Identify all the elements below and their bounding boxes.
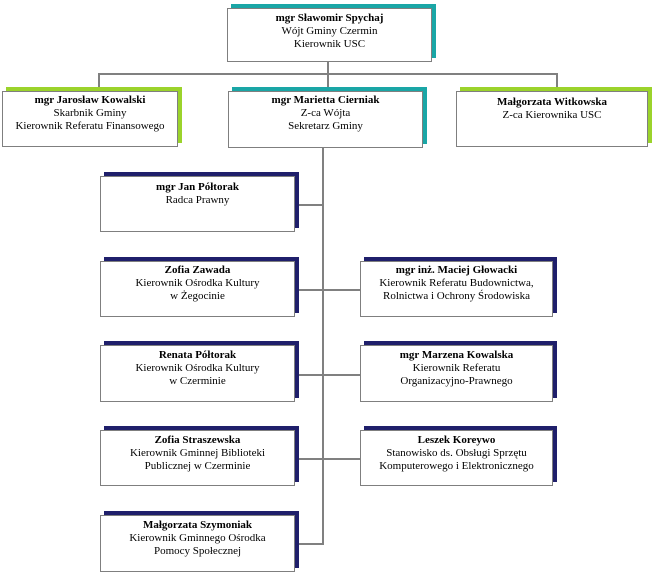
person-role: Z-ca Wójta xyxy=(300,107,351,119)
connector-left-3 xyxy=(294,374,323,376)
person-name: Leszek Koreywo xyxy=(417,434,496,446)
org-box-biblioteka: Zofia Straszewska Kierownik Gminnej Bibl… xyxy=(100,430,295,486)
connector-left-1 xyxy=(294,204,323,206)
person-name: Zofia Straszewska xyxy=(154,434,241,446)
org-box-radca-prawny: mgr Jan Półtorak Radca Prawny xyxy=(100,176,295,232)
person-name: mgr Jarosław Kowalski xyxy=(34,94,146,106)
person-role: Kierownik USC xyxy=(293,38,366,50)
person-role: Kierownik Gminnego Ośrodka xyxy=(129,532,266,544)
person-role: Kierownik Referatu Finansowego xyxy=(15,120,165,132)
org-box-referat-organizacyjny: mgr Marzena Kowalska Kierownik Referatu … xyxy=(360,345,553,402)
person-role: Publicznej w Czerminie xyxy=(144,460,251,472)
person-role: Komputerowego i Elektronicznego xyxy=(379,460,534,472)
person-role: Pomocy Społecznej xyxy=(153,545,242,557)
person-name: mgr Marzena Kowalska xyxy=(399,349,514,361)
person-role: Kierownik Ośrodka Kultury xyxy=(135,277,260,289)
org-box-ops: Małgorzata Szymoniak Kierownik Gminnego … xyxy=(100,515,295,572)
person-role: Z-ca Kierownika USC xyxy=(502,109,602,121)
connector-left-2 xyxy=(294,289,323,291)
connector-right-1 xyxy=(322,289,360,291)
person-name: Małgorzata Witkowska xyxy=(497,96,607,108)
person-role: w Czerminie xyxy=(169,375,226,387)
person-name: mgr Sławomir Spychaj xyxy=(275,12,384,24)
person-role: Rolnictwa i Ochrony Środowiska xyxy=(383,290,530,302)
connector-spine xyxy=(322,148,324,545)
connector-top-vertical xyxy=(327,62,329,74)
person-role: w Żegocinie xyxy=(170,290,225,302)
person-name: Zofia Zawada xyxy=(164,264,231,276)
connector-right-2 xyxy=(322,374,360,376)
person-name: mgr Marietta Cierniak xyxy=(271,94,380,106)
person-role: Wójt Gminy Czermin xyxy=(281,25,378,37)
person-role: Radca Prawny xyxy=(165,194,230,206)
org-box-osrodek-kultury-zegocina: Zofia Zawada Kierownik Ośrodka Kultury w… xyxy=(100,261,295,317)
person-role: Skarbnik Gminy xyxy=(53,107,127,119)
org-box-osrodek-kultury-czermin: Renata Półtorak Kierownik Ośrodka Kultur… xyxy=(100,345,295,402)
org-box-wojt: mgr Sławomir Spychaj Wójt Gminy Czermin … xyxy=(227,8,432,62)
connector-left-4 xyxy=(294,458,323,460)
org-box-zastepca-usc: Małgorzata Witkowska Z-ca Kierownika USC xyxy=(456,91,648,147)
person-role: Organizacyjno-Prawnego xyxy=(400,375,513,387)
org-box-referat-budownictwa: mgr inż. Maciej Głowacki Kierownik Refer… xyxy=(360,261,553,317)
person-role: Kierownik Gminnej Biblioteki xyxy=(129,447,266,459)
connector-left-5 xyxy=(294,543,323,545)
person-role: Stanowisko ds. Obsługi Sprzętu xyxy=(386,447,527,459)
org-box-informatyk: Leszek Koreywo Stanowisko ds. Obsługi Sp… xyxy=(360,430,553,486)
connector-drop-left xyxy=(98,73,100,91)
org-box-zastepca-wojta: mgr Marietta Cierniak Z-ca Wójta Sekreta… xyxy=(228,91,423,148)
connector-drop-center xyxy=(327,73,329,91)
person-name: Małgorzata Szymoniak xyxy=(142,519,253,531)
person-role: Sekretarz Gminy xyxy=(288,120,363,132)
person-role: Kierownik Referatu Budownictwa, xyxy=(379,277,534,289)
person-name: mgr Jan Półtorak xyxy=(156,181,239,193)
connector-drop-right xyxy=(556,73,558,91)
person-name: mgr inż. Maciej Głowacki xyxy=(395,264,518,276)
person-name: Renata Półtorak xyxy=(158,349,237,361)
person-role: Kierownik Ośrodka Kultury xyxy=(135,362,260,374)
person-role: Kierownik Referatu xyxy=(412,362,501,374)
connector-right-3 xyxy=(322,458,360,460)
org-box-skarbnik: mgr Jarosław Kowalski Skarbnik Gminy Kie… xyxy=(2,91,178,147)
